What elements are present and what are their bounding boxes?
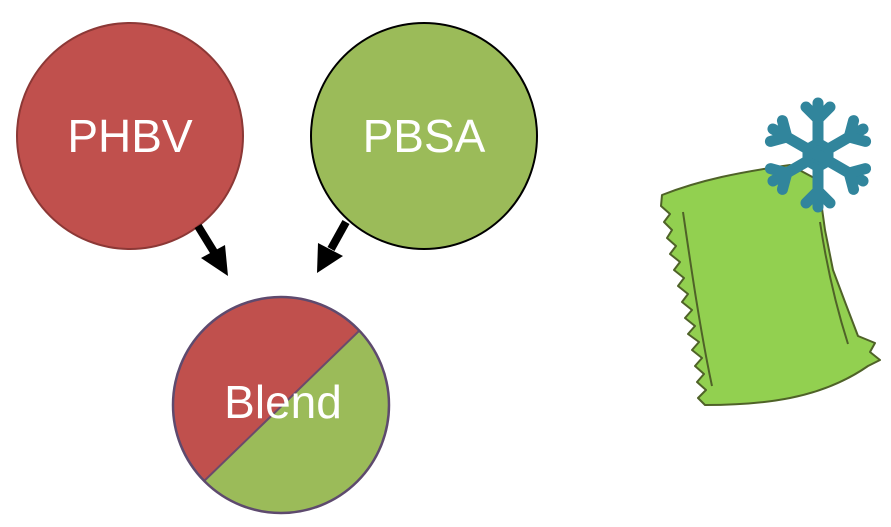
- phbv-circle: [16, 22, 244, 250]
- phbv-label: PHBV: [67, 110, 193, 162]
- blend-label: Blend: [224, 376, 342, 428]
- pbsa-label: PBSA: [363, 110, 486, 162]
- arrow-pbsa-to-blend: [317, 220, 350, 273]
- blend-circle-outline: [171, 295, 391, 515]
- snowflake-icon: [764, 97, 872, 213]
- frozen-bag-icon: [660, 164, 881, 406]
- pbsa-node: PBSA: [310, 22, 538, 250]
- phbv-node: PHBV: [16, 22, 244, 250]
- blend-red-half: [173, 297, 360, 485]
- arrow-phbv-to-blend: [194, 223, 228, 276]
- blend-node: Blend: [171, 295, 391, 515]
- pbsa-circle: [310, 22, 538, 250]
